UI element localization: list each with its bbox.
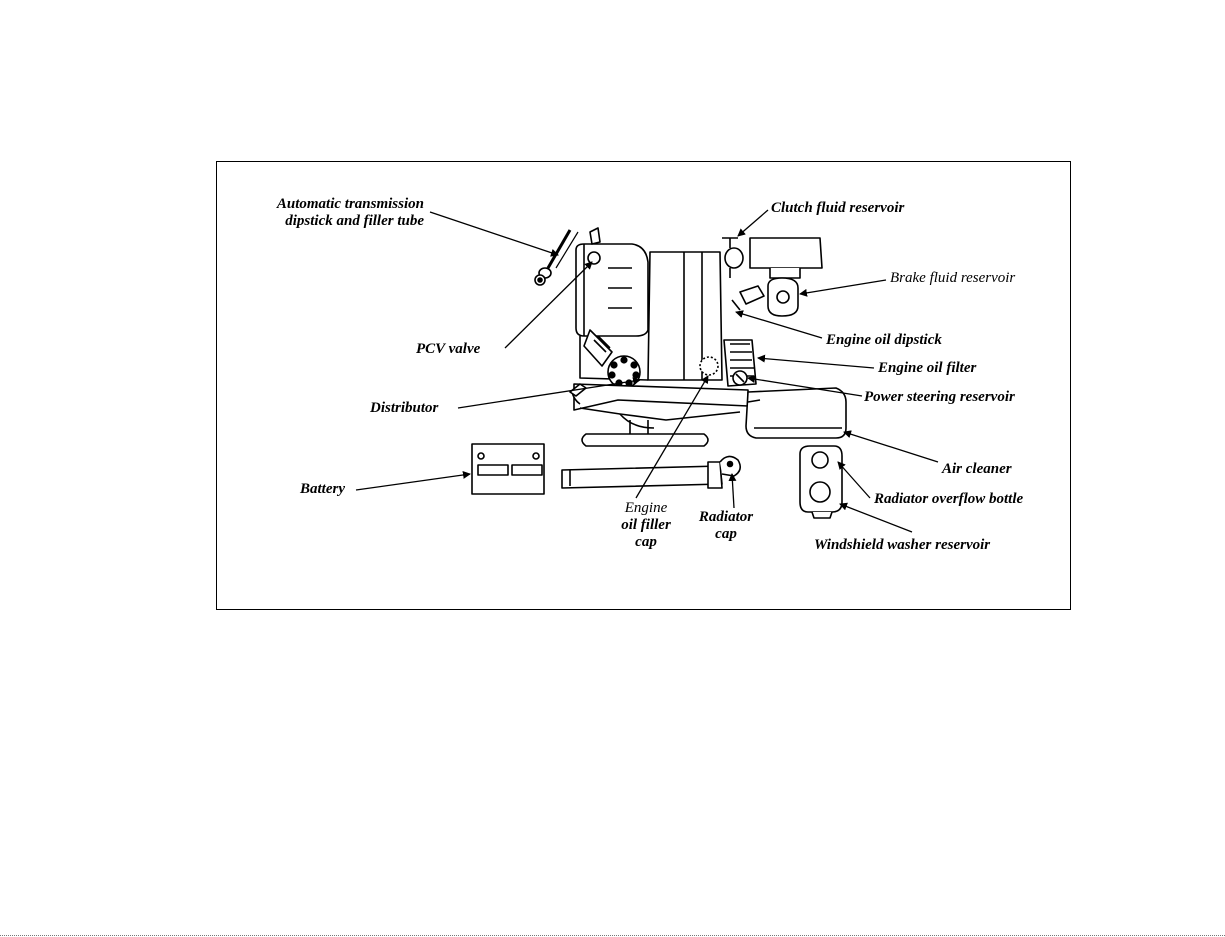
label-windshield-washer: Windshield washer reservoir — [814, 537, 990, 553]
leader-radiator-cap — [732, 474, 734, 508]
label-power-steering: Power steering reservoir — [864, 389, 1015, 405]
label-brake-fluid: Brake fluid reservoir — [890, 270, 1015, 286]
label-distributor: Distributor — [370, 400, 438, 416]
label-engine-oil-dipstick: Engine oil dipstick — [826, 332, 942, 348]
transmission-dipstick-drawing — [535, 230, 578, 285]
leader-auto-trans — [430, 212, 558, 255]
label-air-cleaner: Air cleaner — [942, 461, 1012, 477]
leader-washer — [840, 504, 912, 532]
engine-illustration — [472, 228, 846, 518]
leader-oil-filter — [758, 358, 874, 368]
label-battery: Battery — [300, 481, 345, 497]
label-oil-filler-line2: oil filler — [606, 517, 686, 533]
label-oil-filler-line1: Engine — [606, 500, 686, 516]
page-bottom-rule — [0, 935, 1225, 936]
leader-brake — [800, 280, 886, 294]
label-radiator-cap-line2: cap — [686, 526, 766, 542]
leader-clutch — [738, 210, 768, 236]
clutch-reservoir-drawing — [722, 238, 743, 278]
battery-drawing — [472, 444, 544, 494]
label-auto-trans-line2: dipstick and filler tube — [236, 213, 424, 229]
label-auto-trans-line1: Automatic transmission — [236, 196, 424, 212]
label-radiator-overflow: Radiator overflow bottle — [874, 491, 1023, 507]
leader-battery — [356, 474, 470, 490]
label-oil-filler-line3: cap — [606, 534, 686, 550]
air-cleaner-drawing — [746, 388, 846, 438]
label-pcv-valve: PCV valve — [416, 341, 480, 357]
label-clutch-fluid: Clutch fluid reservoir — [771, 200, 904, 216]
leader-air-cleaner — [844, 432, 938, 462]
oil-dipstick-drawing — [732, 286, 764, 310]
label-engine-oil-filter: Engine oil filter — [878, 360, 976, 376]
overflow-bottles-drawing — [800, 446, 842, 518]
brake-reservoir-drawing — [750, 238, 822, 316]
label-radiator-cap-line1: Radiator — [686, 509, 766, 525]
